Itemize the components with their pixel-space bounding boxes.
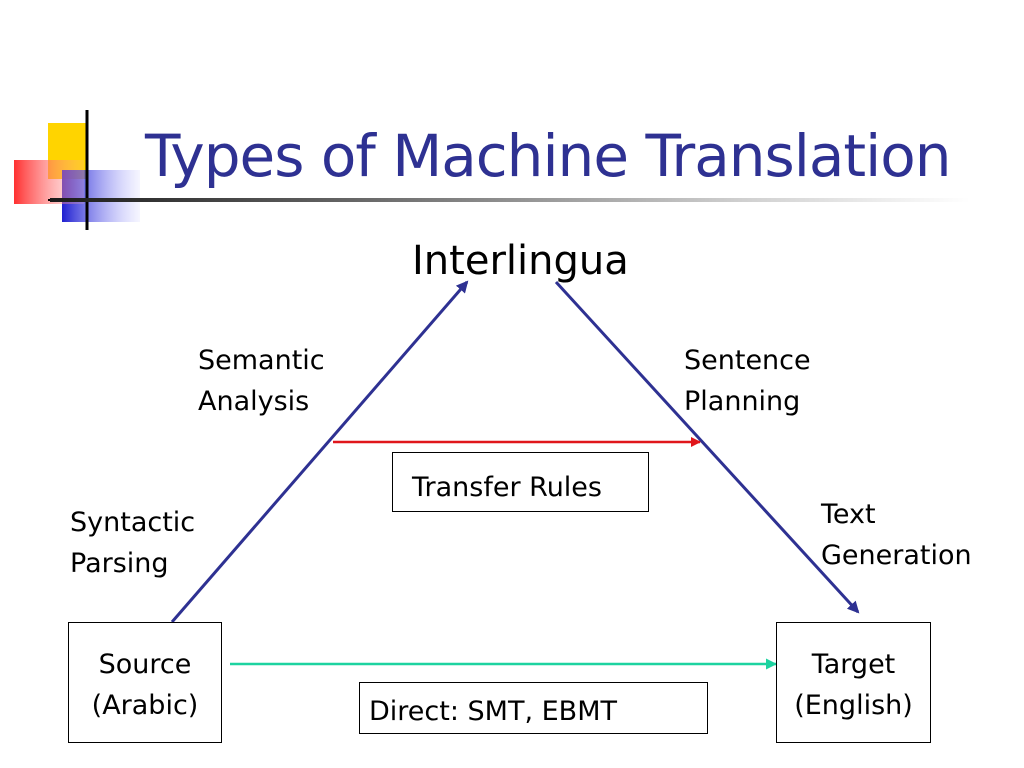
semantic-analysis-label: Semantic Analysis: [198, 345, 325, 417]
transfer-rules-box: [392, 452, 649, 512]
source-language-box: [68, 622, 222, 743]
target-language-label: Target (English): [794, 649, 913, 721]
target-language-box: [776, 622, 931, 743]
sentence-planning-label: Sentence Planning: [684, 345, 811, 417]
interlingua-label: Interlingua: [412, 238, 629, 284]
direct-methods-label: Direct: SMT, EBMT: [369, 696, 617, 727]
slide-title: Types of Machine Translation: [145, 122, 951, 190]
text-generation-label: Text Generation: [821, 499, 972, 571]
generation-arrow: [554, 280, 860, 614]
analysis-arrow: [170, 280, 469, 623]
syntactic-parsing-label: Syntactic Parsing: [70, 507, 196, 579]
title-underline: [50, 198, 970, 202]
direct-methods-box: [359, 682, 708, 734]
transfer-rules-label: Transfer Rules: [412, 472, 602, 503]
source-language-label: Source (Arabic): [91, 649, 199, 721]
